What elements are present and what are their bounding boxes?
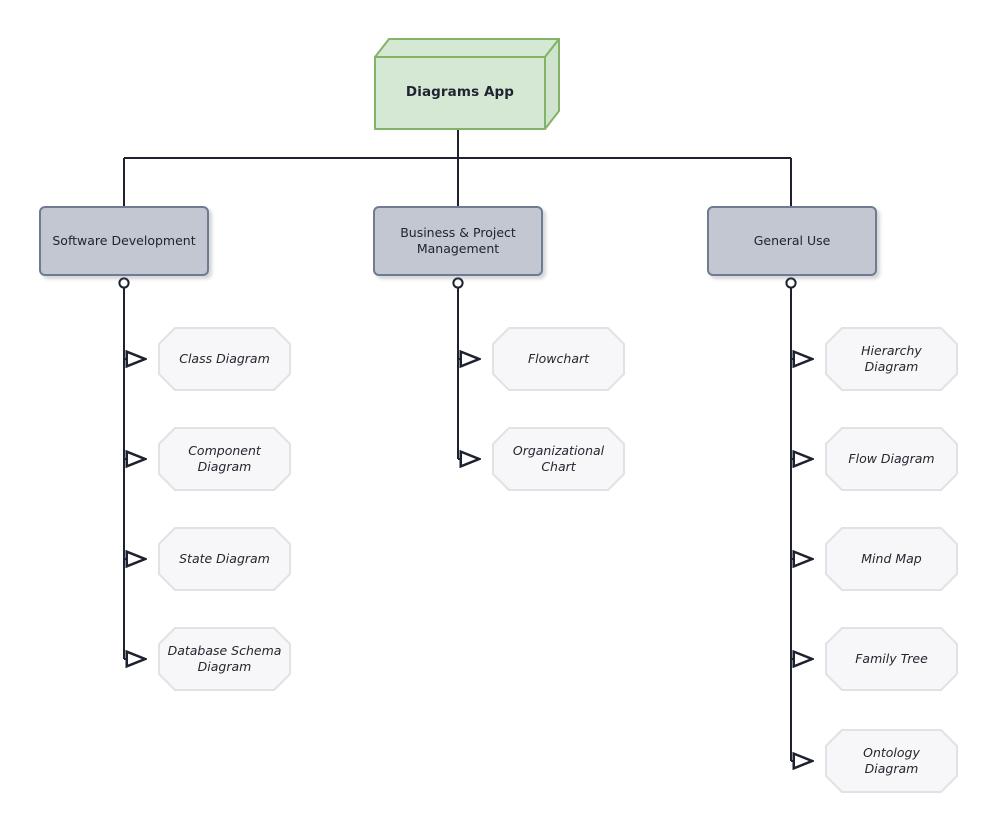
leaf-node-flowchart[interactable]: Flowchart xyxy=(492,327,625,391)
root-node-label: Diagrams App xyxy=(405,84,515,101)
category-node-general-use[interactable]: General Use xyxy=(707,206,877,276)
source-marker-general-use xyxy=(785,277,797,289)
source-marker-software-development xyxy=(118,277,130,289)
root-node-diagrams-app[interactable]: Diagrams App xyxy=(374,38,560,130)
leaf-node-ontology-diagram[interactable]: Ontology Diagram xyxy=(825,729,958,793)
leaf-node-database-schema-diagram[interactable]: Database Schema Diagram xyxy=(158,627,291,691)
category-node-software-development[interactable]: Software Development xyxy=(39,206,209,276)
leaf-node-flow-diagram[interactable]: Flow Diagram xyxy=(825,427,958,491)
octagon-shape xyxy=(825,527,958,591)
leaf-node-component-diagram[interactable]: Component Diagram xyxy=(158,427,291,491)
octagon-shape xyxy=(825,729,958,793)
leaf-node-state-diagram[interactable]: State Diagram xyxy=(158,527,291,591)
octagon-shape xyxy=(825,327,958,391)
octagon-shape xyxy=(158,527,291,591)
octagon-shape xyxy=(158,327,291,391)
source-marker-business-project-management xyxy=(452,277,464,289)
leaf-node-hierarchy-diagram[interactable]: Hierarchy Diagram xyxy=(825,327,958,391)
octagon-shape xyxy=(825,427,958,491)
cube-shape xyxy=(374,38,560,130)
octagon-shape xyxy=(492,427,625,491)
octagon-shape xyxy=(825,627,958,691)
category-label-software-development: Software Development xyxy=(52,233,196,248)
octagon-shape xyxy=(158,427,291,491)
octagon-shape xyxy=(492,327,625,391)
leaf-node-organizational-chart[interactable]: Organizational Chart xyxy=(492,427,625,491)
leaf-node-family-tree[interactable]: Family Tree xyxy=(825,627,958,691)
category-label-general-use: General Use xyxy=(753,233,831,248)
octagon-shape xyxy=(158,627,291,691)
leaf-node-mind-map[interactable]: Mind Map xyxy=(825,527,958,591)
leaf-node-class-diagram[interactable]: Class Diagram xyxy=(158,327,291,391)
category-node-business-project-management[interactable]: Business & Project Management xyxy=(373,206,543,276)
category-label-business-project-management: Business & Project Management xyxy=(400,225,516,256)
